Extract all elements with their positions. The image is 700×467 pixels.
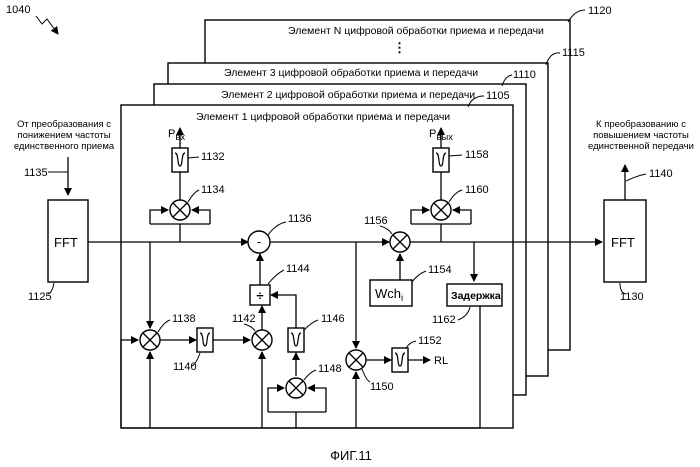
figure-caption: ФИГ.11 <box>330 448 372 463</box>
fft-left: FFT 1125 <box>28 200 88 303</box>
layer-dots: ⋮ <box>393 40 406 55</box>
divider-sign: ÷ <box>256 288 263 303</box>
input-text-line3: единственного приема <box>14 141 115 152</box>
fft-left-label: FFT <box>54 235 78 250</box>
multiplier-1134 <box>170 200 190 220</box>
ref-1140: 1140 <box>173 361 197 373</box>
input-ref: 1135 <box>24 167 48 179</box>
filter-1132 <box>172 148 188 172</box>
multiplier-1142 <box>252 330 272 350</box>
ref-1148: 1148 <box>318 363 342 375</box>
ref-1134: 1134 <box>201 184 225 196</box>
delay-label: Задержка <box>451 290 501 302</box>
layer-n-ref: 1120 <box>588 5 612 17</box>
ref-1132: 1132 <box>201 151 225 163</box>
input-text-line2: понижением частоты <box>17 130 110 141</box>
ref-1156: 1156 <box>364 215 388 227</box>
multiplier-1148 <box>286 378 306 398</box>
multiplier-1150 <box>346 350 366 370</box>
ref-1154: 1154 <box>428 264 452 276</box>
multiplier-1160 <box>431 200 451 220</box>
figure-ref: 1040 <box>6 4 30 16</box>
fft-left-ref: 1125 <box>28 291 52 303</box>
rl-output: RL <box>434 355 448 367</box>
layer-3-label: Элемент 3 цифровой обработки приема и пе… <box>224 67 478 79</box>
layer-3-ref: 1115 <box>562 47 585 59</box>
filter-1140 <box>197 328 213 352</box>
figure-ref-arrow <box>36 16 58 34</box>
layer-2-ref: 1110 <box>513 69 536 81</box>
ref-1160: 1160 <box>465 184 489 196</box>
ref-1144: 1144 <box>286 263 310 275</box>
multiplier-1156 <box>390 232 410 252</box>
ref-1136: 1136 <box>288 213 312 225</box>
fft-right: FFT 1130 <box>604 200 646 303</box>
ref-1150: 1150 <box>370 381 394 393</box>
input-text-line1: От преобразования с <box>17 119 111 130</box>
filter-1158 <box>433 148 449 172</box>
ref-1138: 1138 <box>172 313 196 325</box>
output-text-line3: единственной передачи <box>588 141 694 152</box>
output-text-line1: К преобразованию с <box>596 119 686 130</box>
input-source: От преобразования с понижением частоты е… <box>14 119 115 195</box>
ref-1142: 1142 <box>232 313 256 325</box>
multiplier-1138 <box>140 330 160 350</box>
fft-right-label: FFT <box>611 235 635 250</box>
filter-1146 <box>288 328 304 352</box>
output-ref: 1140 <box>649 168 673 180</box>
output-sink: К преобразованию с повышением частоты ед… <box>588 119 694 200</box>
subtractor-sign: - <box>257 234 261 249</box>
ref-1146: 1146 <box>321 313 345 325</box>
layer-n-label: Элемент N цифровой обработки приема и пе… <box>288 25 544 37</box>
ref-1162: 1162 <box>432 314 456 326</box>
ref-1158: 1158 <box>465 149 489 161</box>
output-text-line2: повышением частоты <box>593 130 689 141</box>
layer-1-ref: 1105 <box>486 90 510 102</box>
layer-2-label: Элемент 2 цифровой обработки приема и пе… <box>221 89 475 101</box>
layer-1-label: Элемент 1 цифровой обработки приема и пе… <box>196 111 450 123</box>
filter-1152 <box>392 348 408 372</box>
ref-1152: 1152 <box>418 335 442 347</box>
